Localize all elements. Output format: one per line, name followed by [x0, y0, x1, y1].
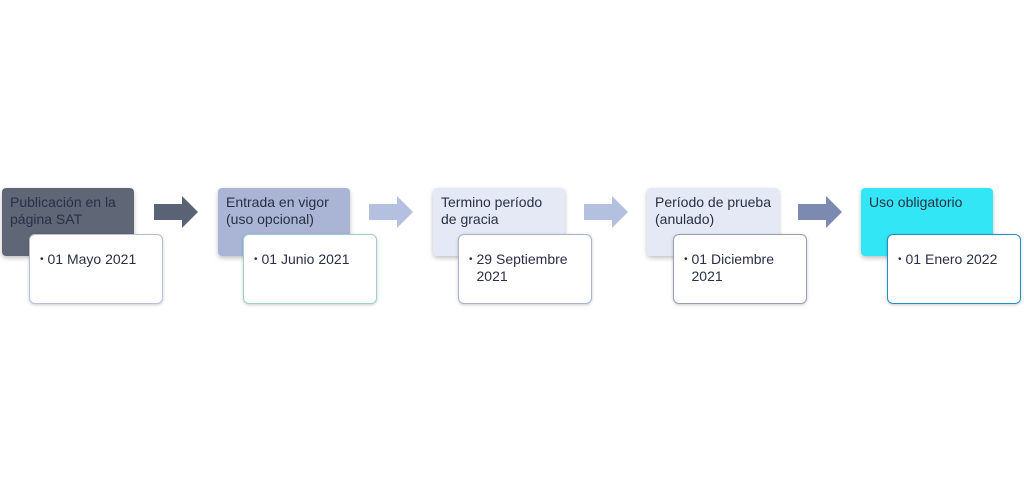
step-1-title: Publicación en la página SAT [10, 194, 116, 227]
arrow-1-shape [154, 196, 198, 228]
step-4-date: 01 Diciembre 2021 [691, 251, 774, 284]
bullet-icon: • [469, 254, 473, 265]
arrow-right-icon [584, 196, 628, 228]
step-2-detail-box: • 01 Junio 2021 [243, 234, 377, 304]
arrow-right-icon [798, 196, 842, 228]
arrow-2-shape [369, 196, 413, 228]
step-3-title: Termino período de gracia [441, 194, 543, 227]
step-5-date: 01 Enero 2022 [905, 251, 998, 267]
step-2-date: 01 Junio 2021 [261, 251, 350, 267]
step-4-title: Período de prueba (anulado) [655, 194, 771, 227]
step-5-detail-box: • 01 Enero 2022 [887, 234, 1021, 304]
step-1-detail-box: • 01 Mayo 2021 [29, 234, 163, 304]
step-1-date: 01 Mayo 2021 [47, 251, 137, 267]
arrow-3-shape [584, 196, 628, 228]
arrow-right-icon [154, 196, 198, 228]
arrow-right-icon [369, 196, 413, 228]
step-4-detail-box: • 01 Diciembre 2021 [673, 234, 807, 304]
bullet-icon: • [684, 254, 688, 265]
bullet-icon: • [40, 254, 44, 265]
step-2-title: Entrada en vigor (uso opcional) [226, 194, 329, 227]
bullet-icon: • [898, 254, 902, 265]
bullet-icon: • [254, 254, 258, 265]
step-3-date: 29 Septiembre 2021 [476, 251, 568, 284]
step-5-title: Uso obligatorio [869, 194, 963, 210]
step-3-detail-box: • 29 Septiembre 2021 [458, 234, 592, 304]
arrow-4-shape [798, 196, 842, 228]
